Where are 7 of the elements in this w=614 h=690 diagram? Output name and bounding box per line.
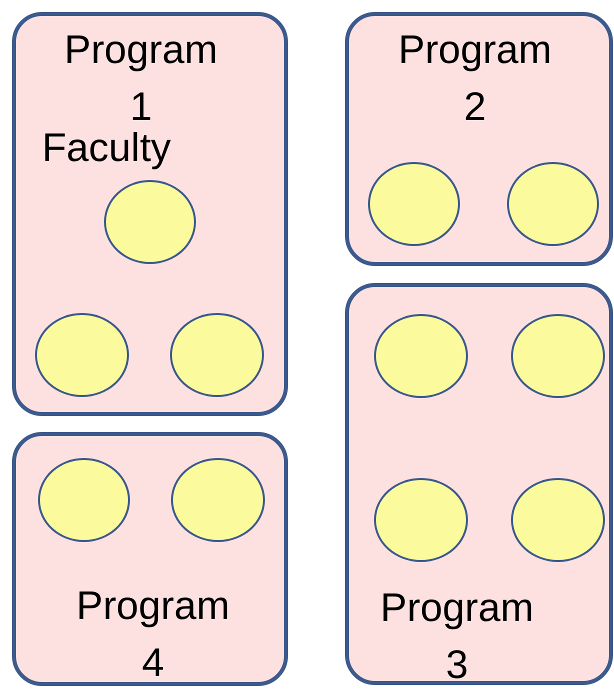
program-panel <box>12 432 288 686</box>
program-panel <box>12 12 288 416</box>
program-panel <box>345 12 613 266</box>
group-title: Program 4 <box>75 583 231 687</box>
group-title: Program 3 <box>379 585 535 689</box>
program-panel <box>345 283 613 685</box>
group-title: Program 2 <box>397 27 553 131</box>
